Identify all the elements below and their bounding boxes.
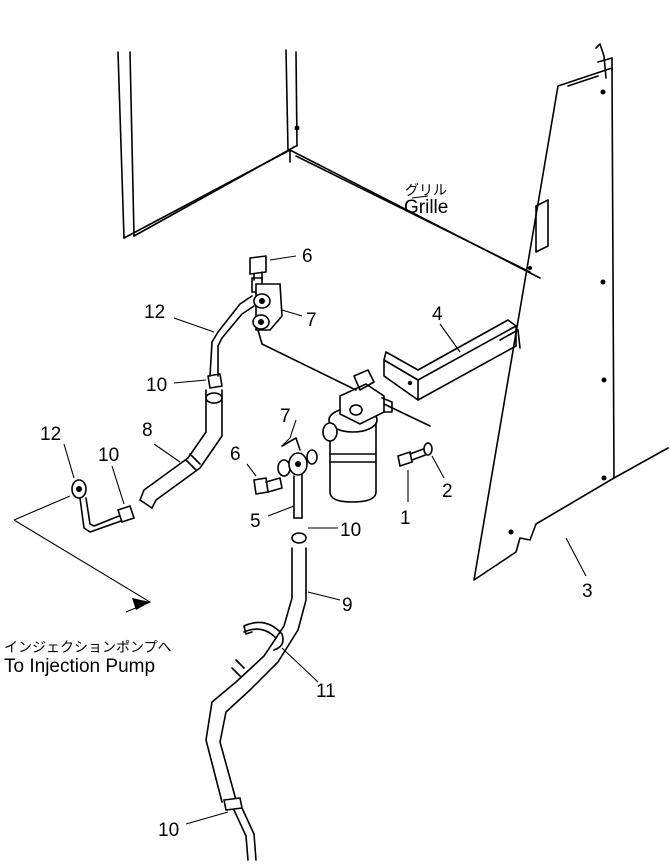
callout-10-b: 10	[98, 445, 119, 466]
lower-fitting	[253, 437, 318, 544]
clamp-11	[243, 621, 284, 651]
bracket	[383, 319, 521, 401]
hose-8	[139, 389, 223, 509]
callout-7-lower: 7	[280, 406, 291, 427]
callout-7-upper: 7	[306, 310, 317, 331]
callout-10-d: 10	[158, 820, 179, 841]
grille-label-jp: グリル	[405, 182, 447, 198]
callout-10-a: 10	[146, 375, 167, 396]
callout-2: 2	[442, 481, 453, 502]
callout-5: 5	[250, 511, 261, 532]
pipe-12-left	[71, 479, 136, 533]
callout-11: 11	[316, 681, 336, 702]
callout-8: 8	[142, 420, 153, 441]
callout-6-upper: 6	[302, 246, 313, 267]
bolt-and-washer	[397, 442, 433, 468]
side-panel	[473, 43, 669, 581]
callout-4: 4	[432, 304, 443, 325]
grille-label-en: Grille	[404, 197, 448, 218]
callout-12-left: 12	[40, 424, 61, 445]
hose-9	[205, 547, 307, 861]
callout-6-lower: 6	[230, 444, 241, 465]
upper-fitting	[249, 255, 283, 331]
pump-label-en: To Injection Pump	[4, 656, 155, 677]
injection-pump-arrow	[13, 495, 152, 613]
pump-label-jp: インジェクションポンプへ	[4, 639, 172, 655]
callout-1: 1	[400, 508, 411, 529]
callout-10-c: 10	[340, 520, 361, 541]
callout-3: 3	[582, 581, 593, 602]
pipe-12-upper	[207, 295, 255, 389]
callout-9: 9	[342, 595, 353, 616]
callout-12-upper: 12	[144, 302, 165, 323]
grille-frame	[117, 49, 541, 279]
leader-lines	[63, 195, 587, 825]
fuel-filter	[257, 329, 431, 503]
